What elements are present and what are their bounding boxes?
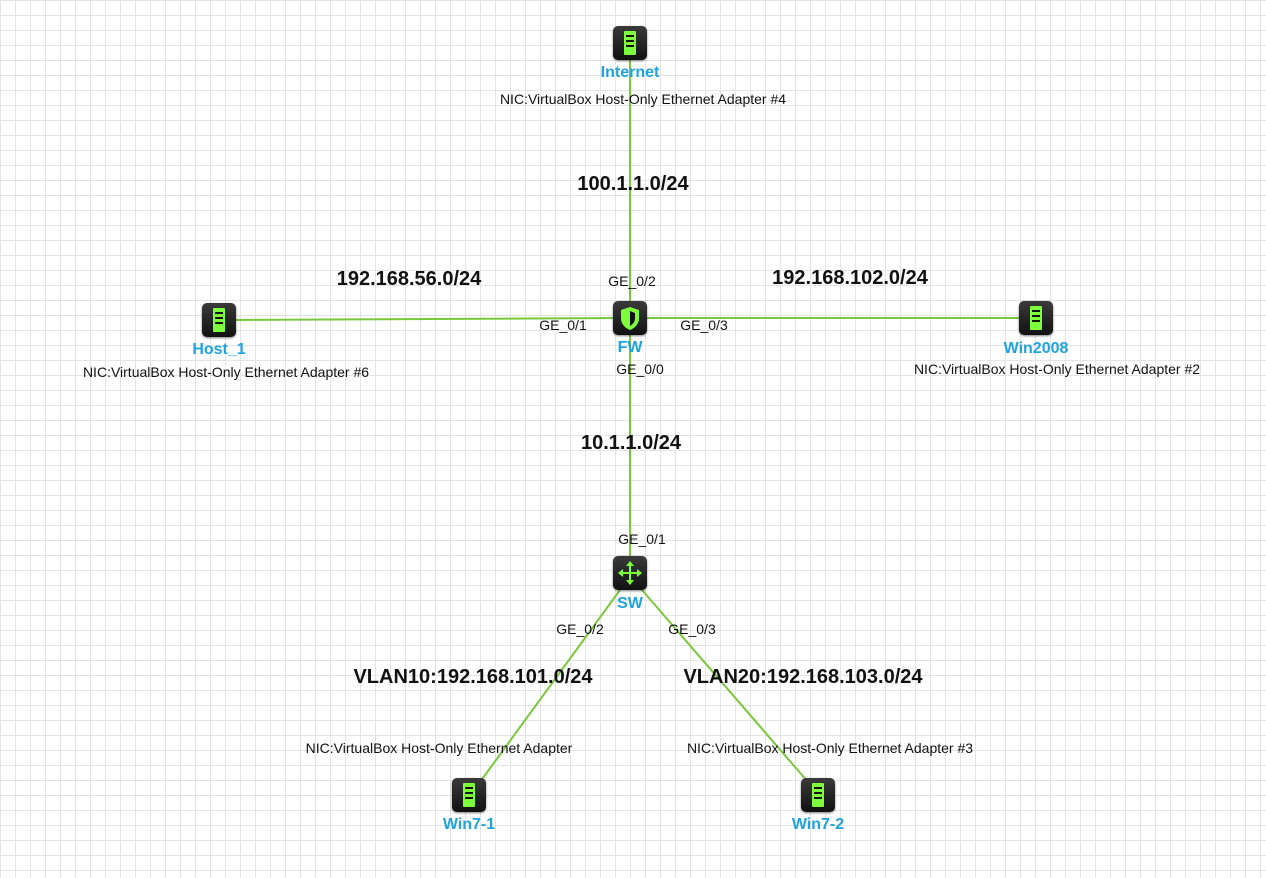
link-sw-win71[interactable] xyxy=(479,589,621,783)
win2008-server-icon[interactable] xyxy=(1019,301,1053,335)
subnet-fw-sw: 10.1.1.0/24 xyxy=(580,432,682,454)
node-name-host1[interactable]: Host_1 xyxy=(192,341,246,358)
port-fw-ge03: GE_0/3 xyxy=(680,317,728,333)
port-fw-ge02: GE_0/2 xyxy=(608,273,656,289)
node-name-fw[interactable]: FW xyxy=(617,339,643,356)
nic-label-host1: NIC:VirtualBox Host-Only Ethernet Adapte… xyxy=(82,364,370,380)
sw-switch-icon[interactable] xyxy=(613,556,647,590)
internet-server-icon[interactable] xyxy=(613,26,647,60)
host1-server-icon[interactable] xyxy=(202,303,236,337)
subnet-vlan20: VLAN20:192.168.103.0/24 xyxy=(683,666,923,688)
subnet-vlan10: VLAN10:192.168.101.0/24 xyxy=(353,666,593,688)
port-sw-ge02: GE_0/2 xyxy=(556,621,604,637)
port-fw-ge00: GE_0/0 xyxy=(616,361,664,377)
nic-label-win71: NIC:VirtualBox Host-Only Ethernet Adapte… xyxy=(305,740,573,756)
node-name-internet[interactable]: Internet xyxy=(600,64,660,81)
fw-firewall-icon[interactable] xyxy=(613,301,647,335)
port-fw-ge01: GE_0/1 xyxy=(539,317,587,333)
nic-label-win2008: NIC:VirtualBox Host-Only Ethernet Adapte… xyxy=(913,361,1201,377)
node-name-sw[interactable]: SW xyxy=(617,595,643,612)
subnet-internet-fw: 100.1.1.0/24 xyxy=(577,173,689,195)
nic-label-win72: NIC:VirtualBox Host-Only Ethernet Adapte… xyxy=(686,740,974,756)
win72-server-icon[interactable] xyxy=(801,778,835,812)
node-name-win71[interactable]: Win7-1 xyxy=(442,816,496,833)
subnet-host1-fw: 192.168.56.0/24 xyxy=(336,268,482,290)
node-name-win2008[interactable]: Win2008 xyxy=(1003,340,1069,357)
port-sw-ge03: GE_0/3 xyxy=(668,621,716,637)
link-sw-win72[interactable] xyxy=(641,589,809,783)
subnet-fw-win2008: 192.168.102.0/24 xyxy=(772,267,928,289)
port-sw-ge01: GE_0/1 xyxy=(618,531,666,547)
win71-server-icon[interactable] xyxy=(452,778,486,812)
node-name-win72[interactable]: Win7-2 xyxy=(791,816,845,833)
nic-label-internet: NIC:VirtualBox Host-Only Ethernet Adapte… xyxy=(499,91,787,107)
link-host1-fw[interactable] xyxy=(234,317,621,321)
